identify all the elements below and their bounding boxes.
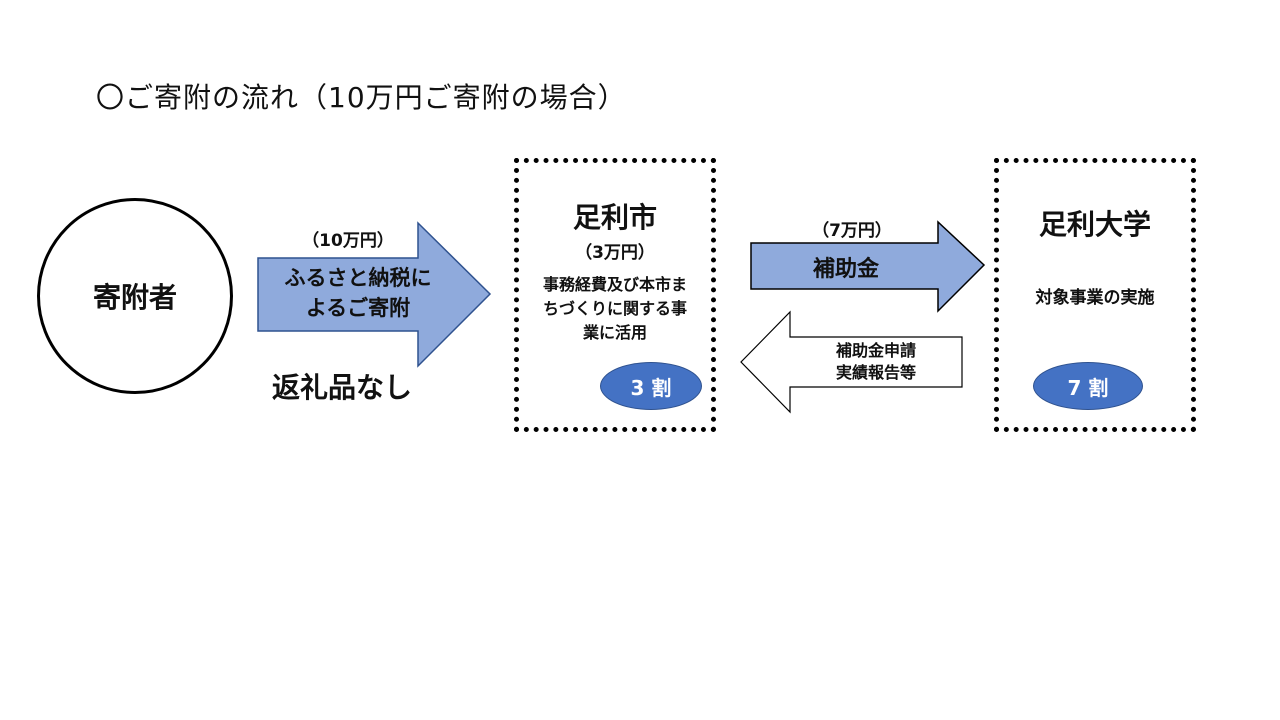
subsidy-amount: （7万円）	[812, 221, 892, 241]
report-line-1: 補助金申請	[835, 341, 916, 360]
university-name: 足利大学	[1038, 208, 1151, 241]
university-share: 7 割	[1067, 375, 1109, 400]
report-arrow-text: 補助金申請 実績報告等	[790, 340, 962, 384]
city-share: 3 割	[630, 375, 672, 400]
donor-circle: 寄附者	[37, 198, 233, 394]
city-desc-line-2: ちづくりに関する事	[542, 299, 687, 318]
donor-label: 寄附者	[92, 281, 177, 314]
university-description: 対象事業の実施	[1035, 288, 1155, 308]
university-share-ellipse: 7 割	[1033, 362, 1143, 410]
report-line-2: 実績報告等	[835, 363, 916, 382]
city-description: 事務経費及び本市ま ちづくりに関する事 業に活用	[514, 273, 716, 345]
donation-line-2: よるご寄附	[305, 296, 411, 320]
subsidy-label: 補助金	[812, 257, 879, 282]
donation-line-1: ふるさと納税に	[284, 266, 432, 290]
donation-amount: （10万円）	[302, 231, 394, 251]
city-amount: （3万円）	[575, 243, 655, 263]
no-gift-note: 返礼品なし	[272, 371, 413, 404]
university-box	[994, 158, 1196, 432]
city-desc-line-1: 事務経費及び本市ま	[542, 275, 687, 294]
city-name: 足利市	[572, 201, 657, 234]
donation-arrow-text: ふるさと納税に よるご寄附	[258, 263, 458, 323]
city-share-ellipse: 3 割	[600, 362, 702, 410]
page-title: 〇ご寄附の流れ（10万円ご寄附の場合）	[96, 81, 627, 114]
city-desc-line-3: 業に活用	[582, 323, 647, 342]
